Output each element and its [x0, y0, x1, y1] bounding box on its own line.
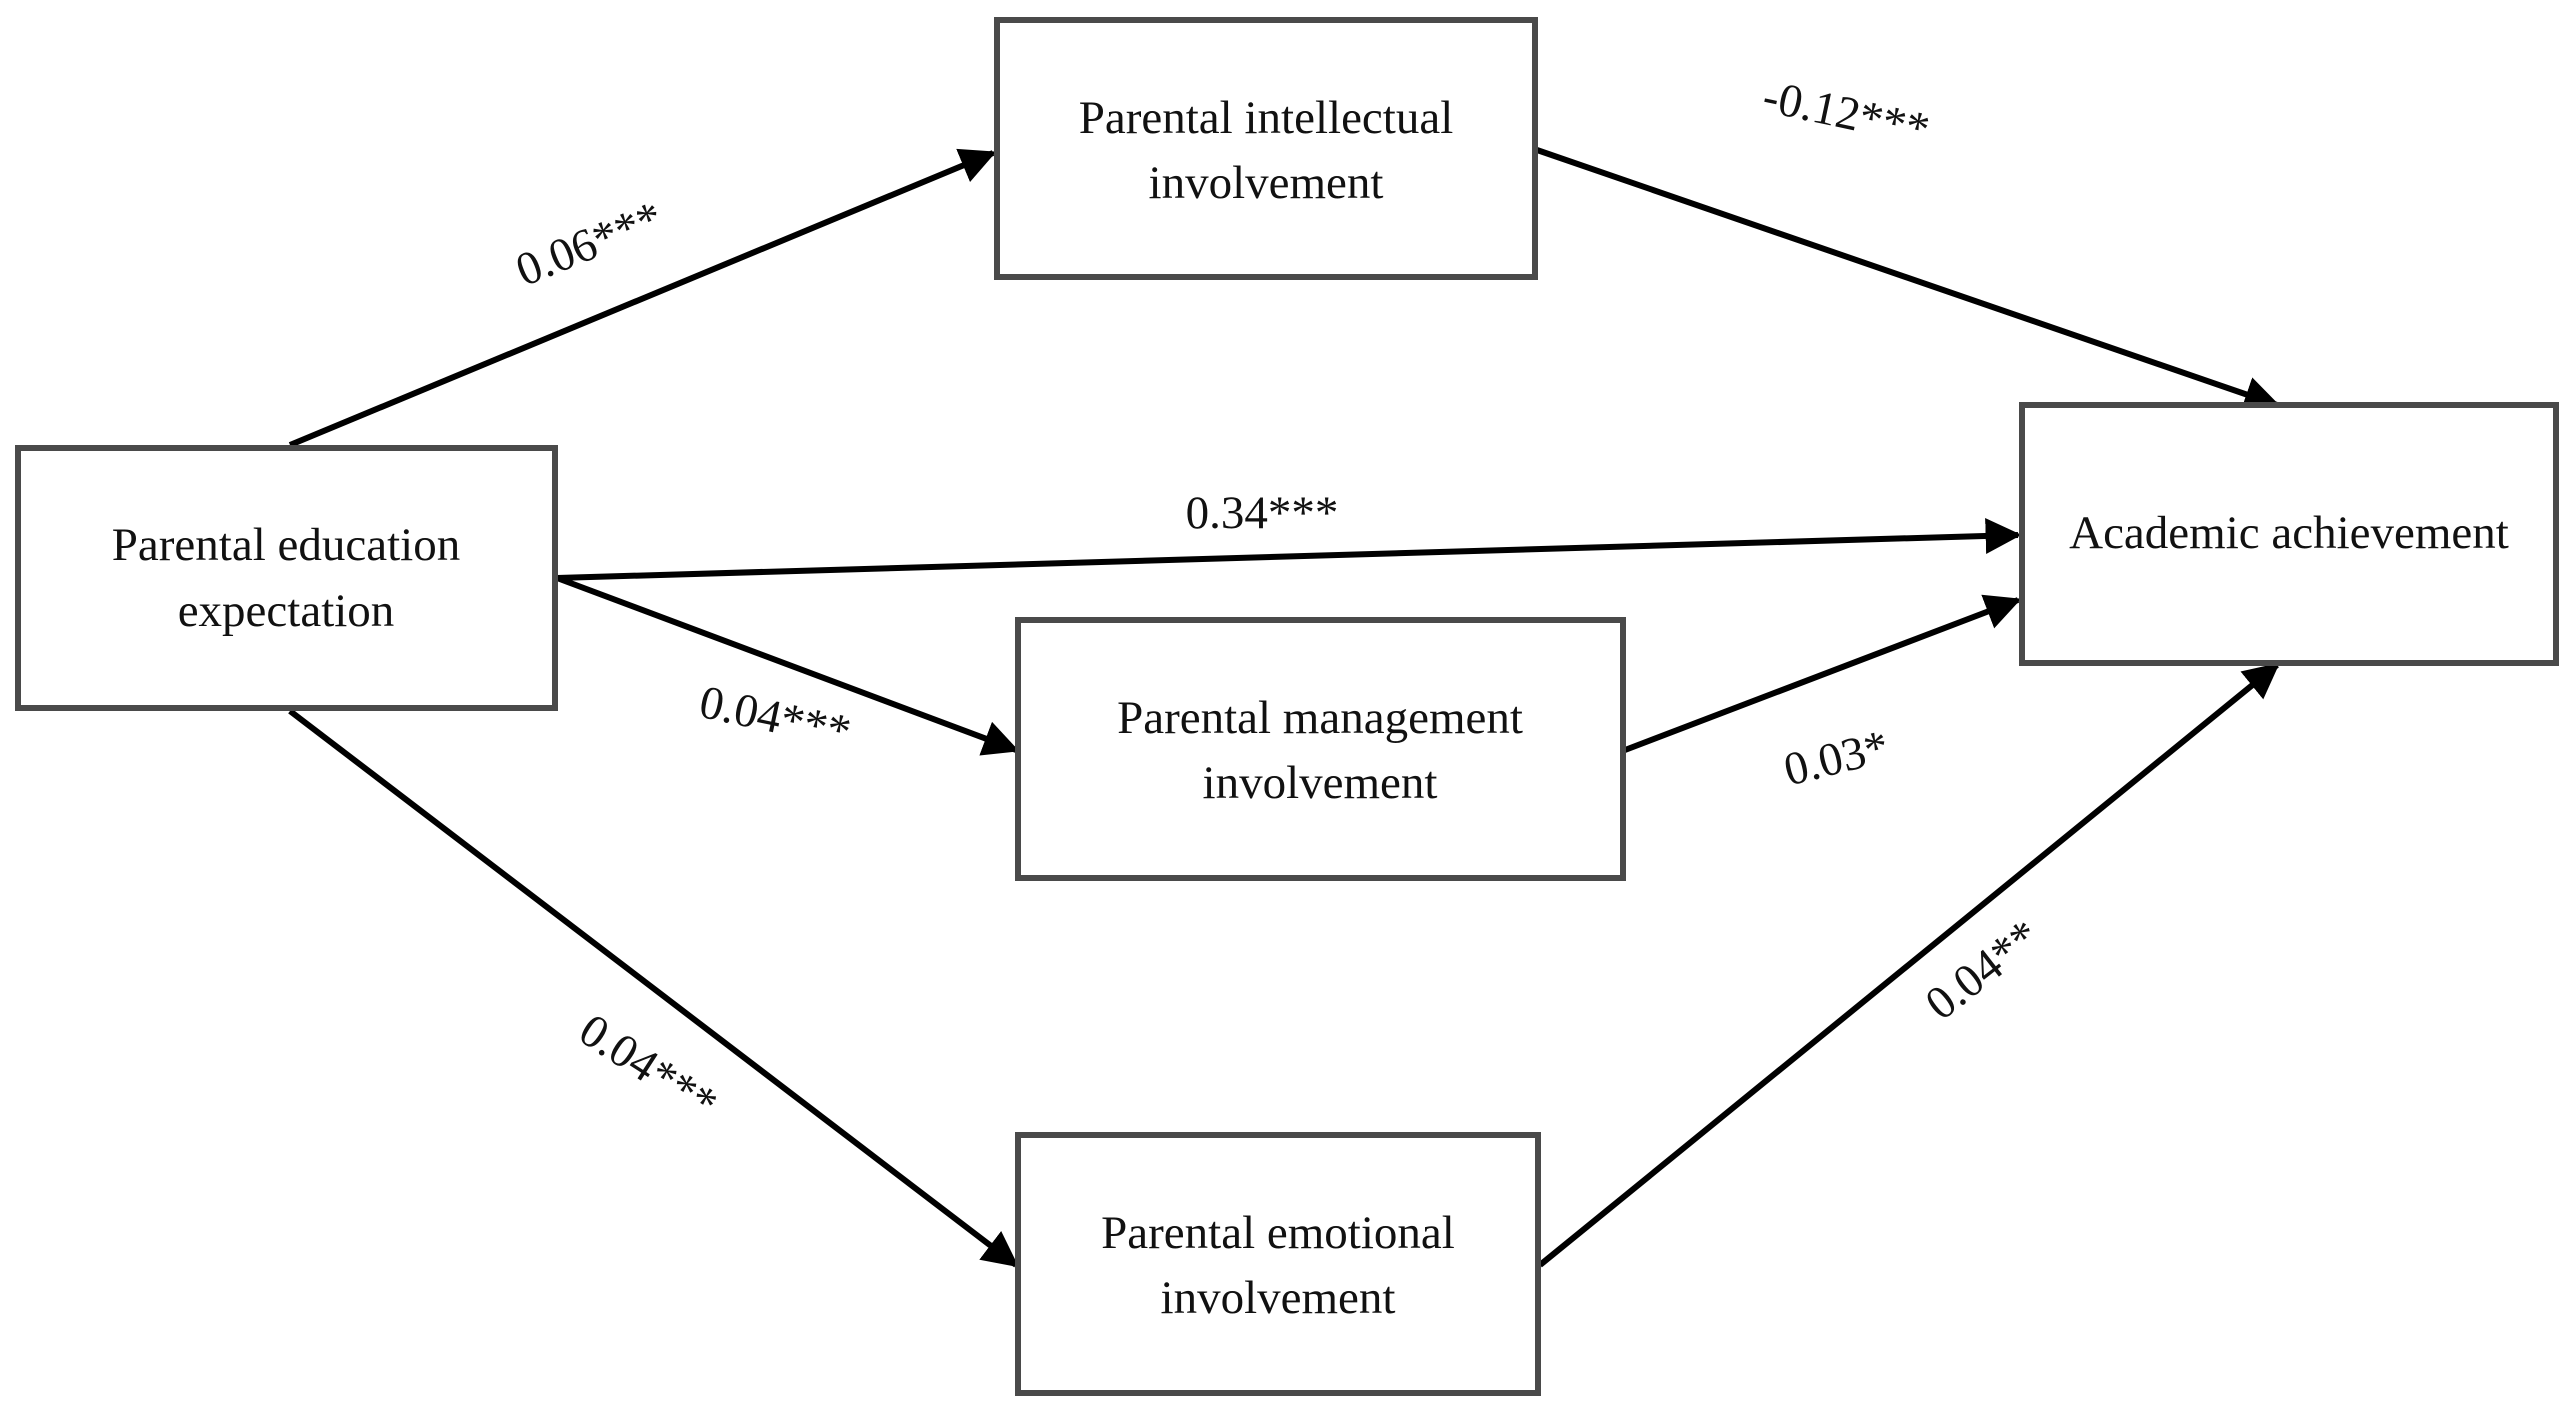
coef-emotional-to-achievement: 0.04**	[1916, 910, 2050, 1031]
node-parental-emotional-involvement: Parental emotional involvement	[1015, 1132, 1541, 1396]
node-label-line1: Parental management	[1117, 692, 1523, 744]
arrow-emotional-to-achievement	[1538, 662, 2280, 1268]
coef-expectation-to-management: 0.04***	[695, 676, 855, 759]
node-label-line1: Parental intellectual	[1079, 92, 1454, 144]
node-label-line1: Parental education	[112, 519, 460, 571]
arrow-intellectual-to-achievement	[1536, 147, 2281, 412]
node-label-line1: Parental emotional	[1101, 1207, 1455, 1259]
arrow-expectation-to-management	[555, 575, 1020, 756]
arrow-expectation-to-emotional	[288, 708, 1019, 1268]
node-label-line1: Academic achievement	[2069, 507, 2509, 559]
coef-intellectual-to-achievement: -0.12***	[1758, 70, 1934, 156]
node-label-line2: involvement	[1161, 1272, 1396, 1324]
node-label-line2: involvement	[1203, 757, 1438, 809]
arrow-expectation-to-achievement	[556, 517, 2022, 581]
node-parental-management-involvement: Parental management involvement	[1015, 617, 1626, 881]
arrow-management-to-achievement	[1623, 594, 2022, 753]
arrow-expectation-to-intellectual	[288, 148, 997, 448]
node-label-line2: involvement	[1149, 157, 1384, 209]
node-label-line2: expectation	[178, 585, 395, 637]
coef-expectation-to-achievement: 0.34***	[1186, 487, 1339, 539]
coef-expectation-to-intellectual: 0.06***	[509, 191, 670, 296]
node-parental-intellectual-involvement: Parental intellectual involvement	[994, 17, 1538, 280]
node-academic-achievement: Academic achievement	[2019, 402, 2559, 666]
coef-management-to-achievement: 0.03*	[1779, 720, 1894, 796]
node-parental-education-expectation: Parental education expectation	[15, 445, 558, 711]
